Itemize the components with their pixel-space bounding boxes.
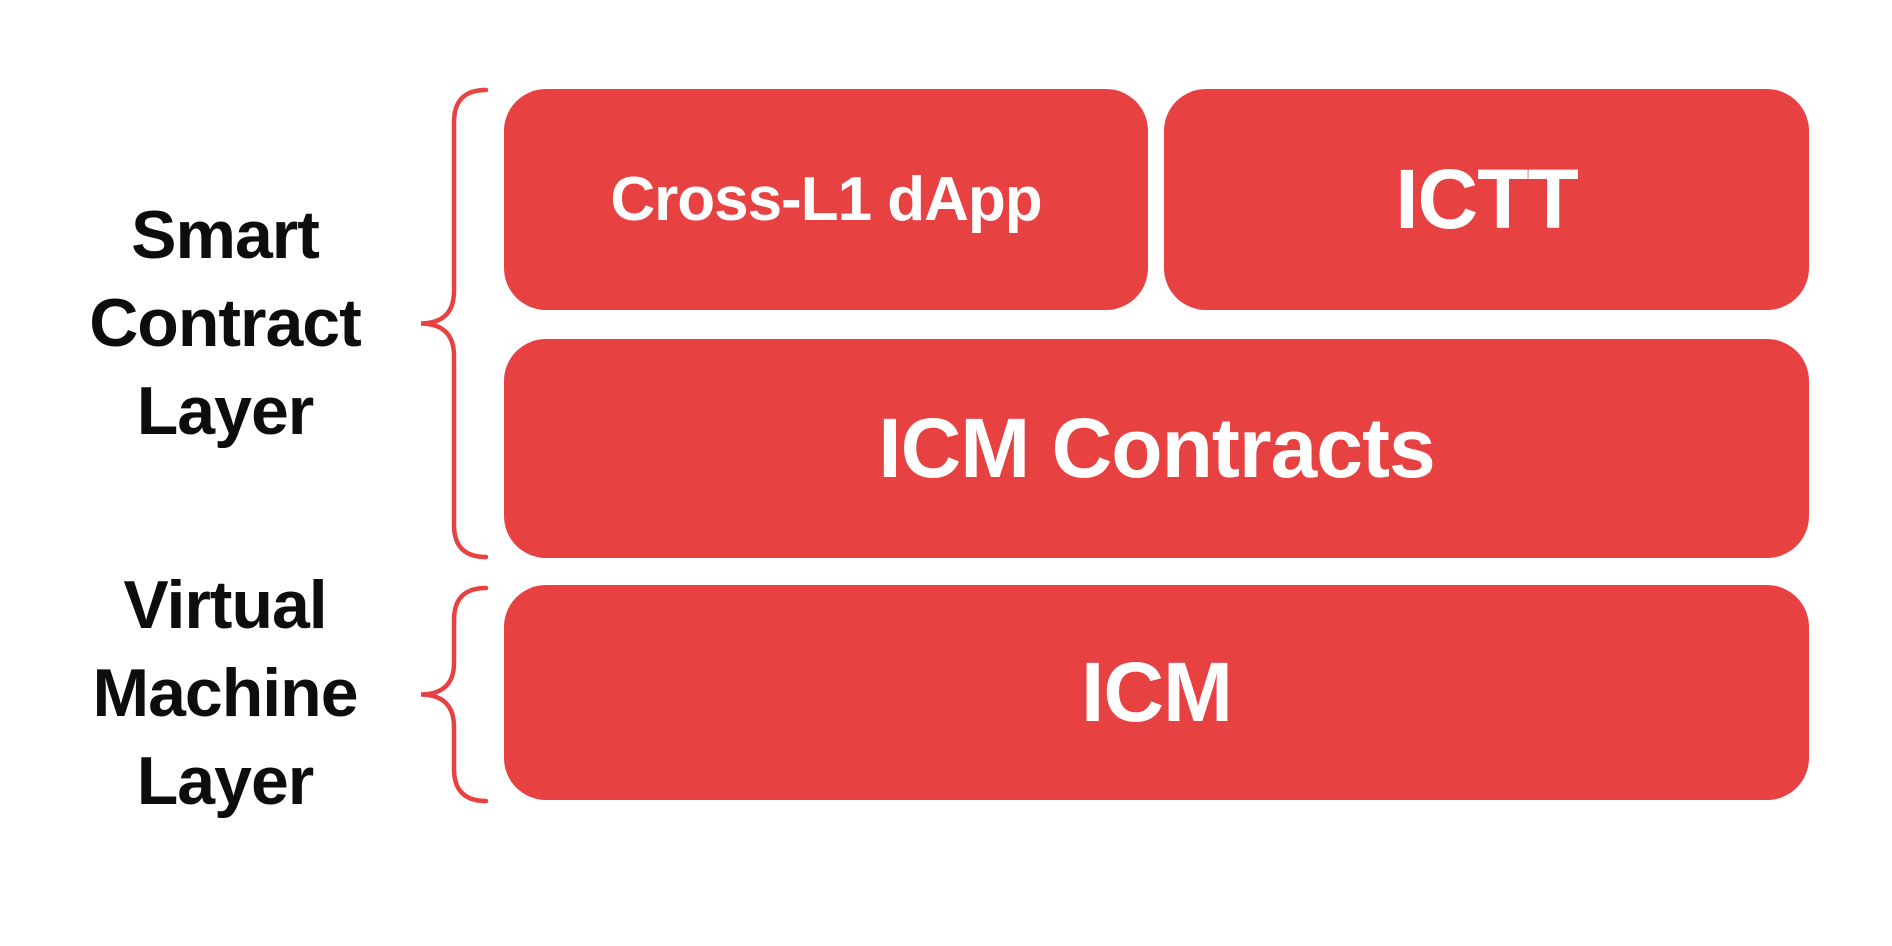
icm-box: ICM <box>504 585 1809 800</box>
cross-l1-dapp-box-label: Cross-L1 dApp <box>610 165 1042 234</box>
virtual-machine-layer-brace-icon <box>420 585 489 804</box>
ictt-box: ICTT <box>1164 89 1809 310</box>
icm-contracts-box: ICM Contracts <box>504 339 1809 558</box>
smart-contract-layer-label-line2: Contract <box>89 285 362 361</box>
icm-box-label: ICM <box>1081 645 1233 739</box>
virtual-machine-layer-label-line2: Machine <box>92 654 358 731</box>
smart-contract-layer-brace-icon <box>420 87 489 560</box>
virtual-machine-layer-label-line1: Virtual <box>123 566 327 643</box>
icm-contracts-box-label: ICM Contracts <box>878 401 1435 495</box>
cross-l1-dapp-box: Cross-L1 dApp <box>504 89 1148 310</box>
virtual-machine-layer-label: Virtual Machine Layer <box>30 567 420 819</box>
virtual-machine-layer-label-line3: Layer <box>136 742 314 819</box>
smart-contract-layer-label-line3: Layer <box>136 373 314 449</box>
smart-contract-layer-label-line1: Smart <box>131 197 320 273</box>
smart-contract-layer-label: Smart Contract Layer <box>30 89 420 557</box>
ictt-box-label: ICTT <box>1395 152 1579 246</box>
